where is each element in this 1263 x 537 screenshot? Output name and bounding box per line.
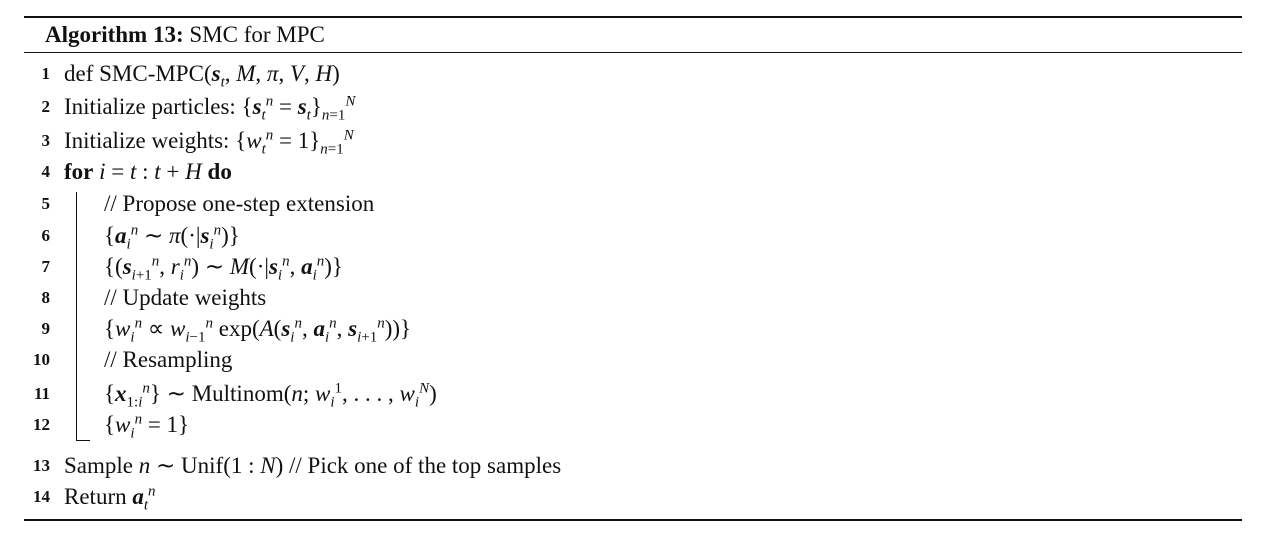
line-comment: // Update weights <box>104 285 267 310</box>
line-number: 7 <box>41 257 51 276</box>
for-block-end <box>76 440 90 441</box>
top-rule <box>24 16 1242 18</box>
line-number: 8 <box>41 288 51 307</box>
line-code: Initialize particles: {stn = st}n=1N <box>64 93 356 124</box>
algorithm-header: Algorithm 13: SMC for MPC <box>45 21 325 49</box>
line-number: 12 <box>33 415 50 434</box>
line-number: 11 <box>33 384 50 403</box>
line-number: 1 <box>41 64 51 83</box>
line-code: Sample n ∼ Unif(1 : N) // Pick one of th… <box>64 453 562 478</box>
line-number: 3 <box>41 131 51 150</box>
line-number: 2 <box>41 97 51 116</box>
line-number: 5 <box>41 194 51 213</box>
line-code: Return atn <box>64 483 156 514</box>
line-number: 4 <box>41 162 51 181</box>
line-number: 13 <box>33 456 50 475</box>
line-number: 10 <box>33 350 50 369</box>
line-number: 6 <box>41 226 51 245</box>
algorithm-label: Algorithm 13: <box>45 22 184 47</box>
line-code: {win = 1} <box>104 411 190 442</box>
line-code: {win ∝ wi−1n exp(A(sin, ain, si+1n))} <box>104 315 412 346</box>
line-comment: // Propose one-step extension <box>104 191 375 216</box>
algorithm-title: SMC for MPC <box>189 22 325 47</box>
line-code: {x1:in} ∼ Multinom(n; wi1, . . . , wiN) <box>104 380 437 411</box>
line-code: def SMC-MPC(st, M, π, V, H) <box>64 61 340 91</box>
line-code: Initialize weights: {wtn = 1}n=1N <box>64 127 354 158</box>
line-code: {(si+1n, rin) ∼ M(·|sin, ain)} <box>104 253 343 284</box>
line-number: 9 <box>41 319 51 338</box>
for-block-bar <box>76 192 77 440</box>
line-code: for i = t : t + H do <box>64 159 232 184</box>
line-code: {ain ∼ π(·|sin)} <box>104 222 240 253</box>
header-rule <box>24 52 1242 53</box>
line-comment: // Resampling <box>104 347 233 372</box>
line-number: 14 <box>33 487 50 506</box>
bottom-rule <box>24 519 1242 521</box>
